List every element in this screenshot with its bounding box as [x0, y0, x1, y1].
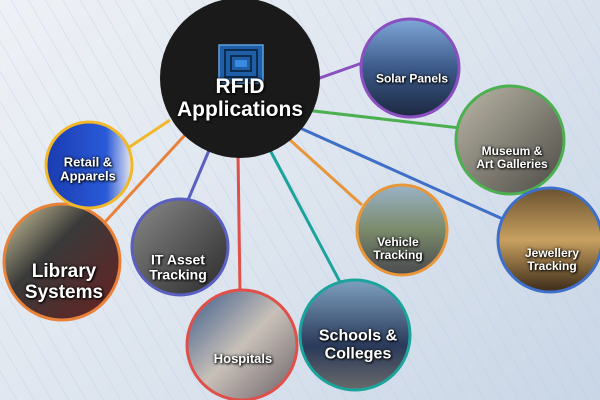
connector-schools — [268, 149, 342, 283]
label-line: Systems — [24, 282, 104, 303]
node-solar-panels — [359, 17, 461, 119]
connector-hospitals — [236, 152, 242, 293]
label-schools[interactable]: Schools & Colleges — [319, 327, 397, 362]
label-line: Solar Panels — [375, 71, 449, 86]
label-museum[interactable]: Museum & Art Galleries — [476, 143, 548, 171]
node-library — [2, 202, 122, 322]
label-retail[interactable]: Retail & Apparels — [60, 154, 116, 185]
label-line: Retail & — [63, 154, 113, 170]
node-museum — [454, 84, 566, 196]
label-line: Apparels — [60, 169, 116, 184]
label-line: Schools & — [318, 327, 398, 345]
label-vehicle[interactable]: Vehicle Tracking — [373, 234, 423, 262]
connector-itasset — [186, 147, 212, 201]
label-line: Museum & — [481, 143, 543, 158]
label-line: Hospitals — [213, 350, 273, 366]
center-title: RFID Applications — [177, 75, 303, 121]
label-jewellery[interactable]: Jewellery Tracking — [524, 245, 580, 273]
label-hospitals[interactable]: Hospitals — [213, 350, 273, 366]
label-library[interactable]: Library Systems — [24, 261, 104, 304]
label-line: Colleges — [324, 345, 392, 362]
node-retail — [44, 120, 134, 210]
center-title-line2: Applications — [176, 98, 304, 121]
center-title-line1: RFID — [215, 74, 265, 98]
node-schools — [298, 278, 412, 392]
label-line: Tracking — [527, 259, 577, 273]
connector-library — [103, 133, 187, 224]
label-line: Jewellery — [524, 245, 580, 260]
rfid-chip-icon — [218, 44, 264, 84]
connector-jewellery — [299, 126, 506, 222]
connector-vehicle — [288, 138, 364, 207]
connector-museum — [304, 108, 461, 130]
connector-lines — [103, 60, 506, 293]
connector-retail — [127, 118, 171, 150]
node-jewellery — [496, 186, 600, 294]
node-itasset — [130, 197, 230, 297]
label-line: Library — [31, 261, 97, 283]
node-hospitals — [185, 288, 299, 400]
label-line: Art Galleries — [476, 157, 548, 171]
label-line: Tracking — [149, 267, 207, 283]
label-line: Vehicle — [377, 234, 419, 249]
label-line: Tracking — [373, 248, 423, 262]
label-line: IT Asset — [151, 251, 205, 268]
node-vehicle — [355, 183, 449, 277]
label-itasset[interactable]: IT Asset Tracking — [149, 251, 207, 284]
label-solar-panels[interactable]: Solar Panels — [376, 72, 448, 85]
